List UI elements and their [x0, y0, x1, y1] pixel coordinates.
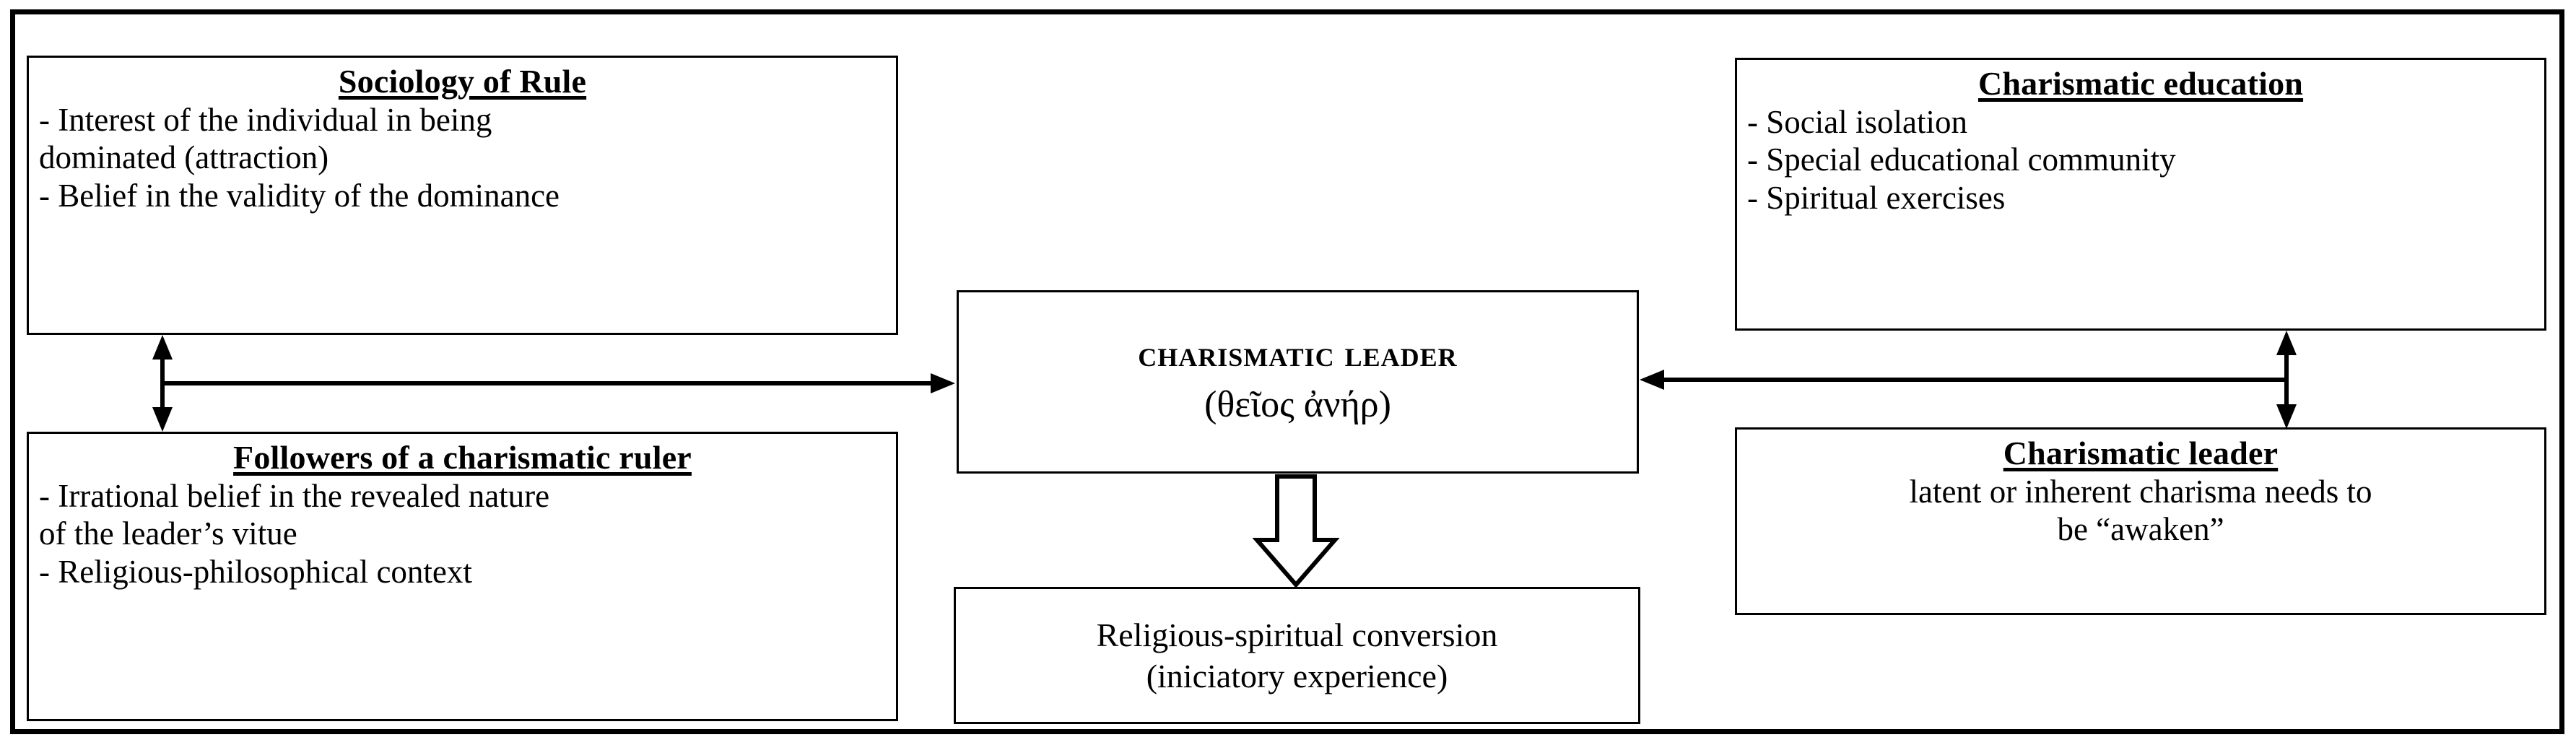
box-religious-spiritual-conversion: Religious-spiritual conversion (iniciato…	[954, 587, 1640, 724]
diagram-outer-frame: Sociology of Rule - Interest of the indi…	[10, 9, 2564, 734]
box-charismatic-education-line-2: - Special educational community	[1747, 141, 2176, 178]
box-charismatic-education-title: Charismatic education	[1977, 65, 2304, 102]
box-charismatic-leader-traits-line-1: latent or inherent charisma needs to	[1909, 474, 2372, 510]
right-vertical-double-arrow	[2276, 331, 2297, 429]
box-followers-line-1: - Irrational belief in the revealed natu…	[39, 478, 550, 515]
box-charismatic-education: Charismatic education - Social isolation…	[1735, 58, 2546, 331]
right-to-center-arrow	[1640, 370, 2286, 390]
box-followers-line-3: - Religious-philosophical context	[39, 553, 472, 590]
box-sociology-of-rule-line-2: dominated (attraction)	[39, 139, 329, 176]
box-conversion-line-1: Religious-spiritual conversion	[1096, 616, 1498, 653]
left-vertical-double-arrow	[152, 335, 173, 432]
box-sociology-of-rule-line-3: - Belief in the validity of the dominanc…	[39, 177, 560, 214]
box-charismatic-education-line-1: - Social isolation	[1747, 104, 1967, 141]
box-followers-line-2: of the leader’s vitue	[39, 515, 297, 552]
box-charismatic-education-line-3: - Spiritual exercises	[1747, 179, 2006, 216]
box-charismatic-leader-traits-title: Charismatic leader	[2003, 435, 2279, 471]
box-sociology-of-rule-line-1: - Interest of the individual in being	[39, 102, 492, 139]
center-to-conversion-block-arrow	[1252, 474, 1340, 588]
box-followers-title: Followers of a charismatic ruler	[233, 439, 692, 476]
box-conversion-line-2: (iniciatory experience)	[1146, 658, 1448, 694]
box-charismatic-leader-traits: Charismatic leader latent or inherent ch…	[1735, 427, 2546, 615]
box-sociology-of-rule: Sociology of Rule - Interest of the indi…	[27, 56, 898, 335]
box-central-charismatic-leader: Charismatic leader (θεῖος ἀνήρ)	[957, 290, 1639, 474]
left-to-center-arrow	[162, 373, 955, 393]
box-charismatic-leader-traits-line-2: be “awaken”	[2057, 511, 2224, 548]
box-sociology-of-rule-title: Sociology of Rule	[338, 63, 587, 100]
central-box-greek-subtitle: (θεῖος ἀνήρ)	[1204, 383, 1391, 425]
central-box-title: Charismatic leader	[1138, 333, 1458, 375]
box-followers-of-charismatic-ruler: Followers of a charismatic ruler - Irrat…	[27, 432, 898, 721]
